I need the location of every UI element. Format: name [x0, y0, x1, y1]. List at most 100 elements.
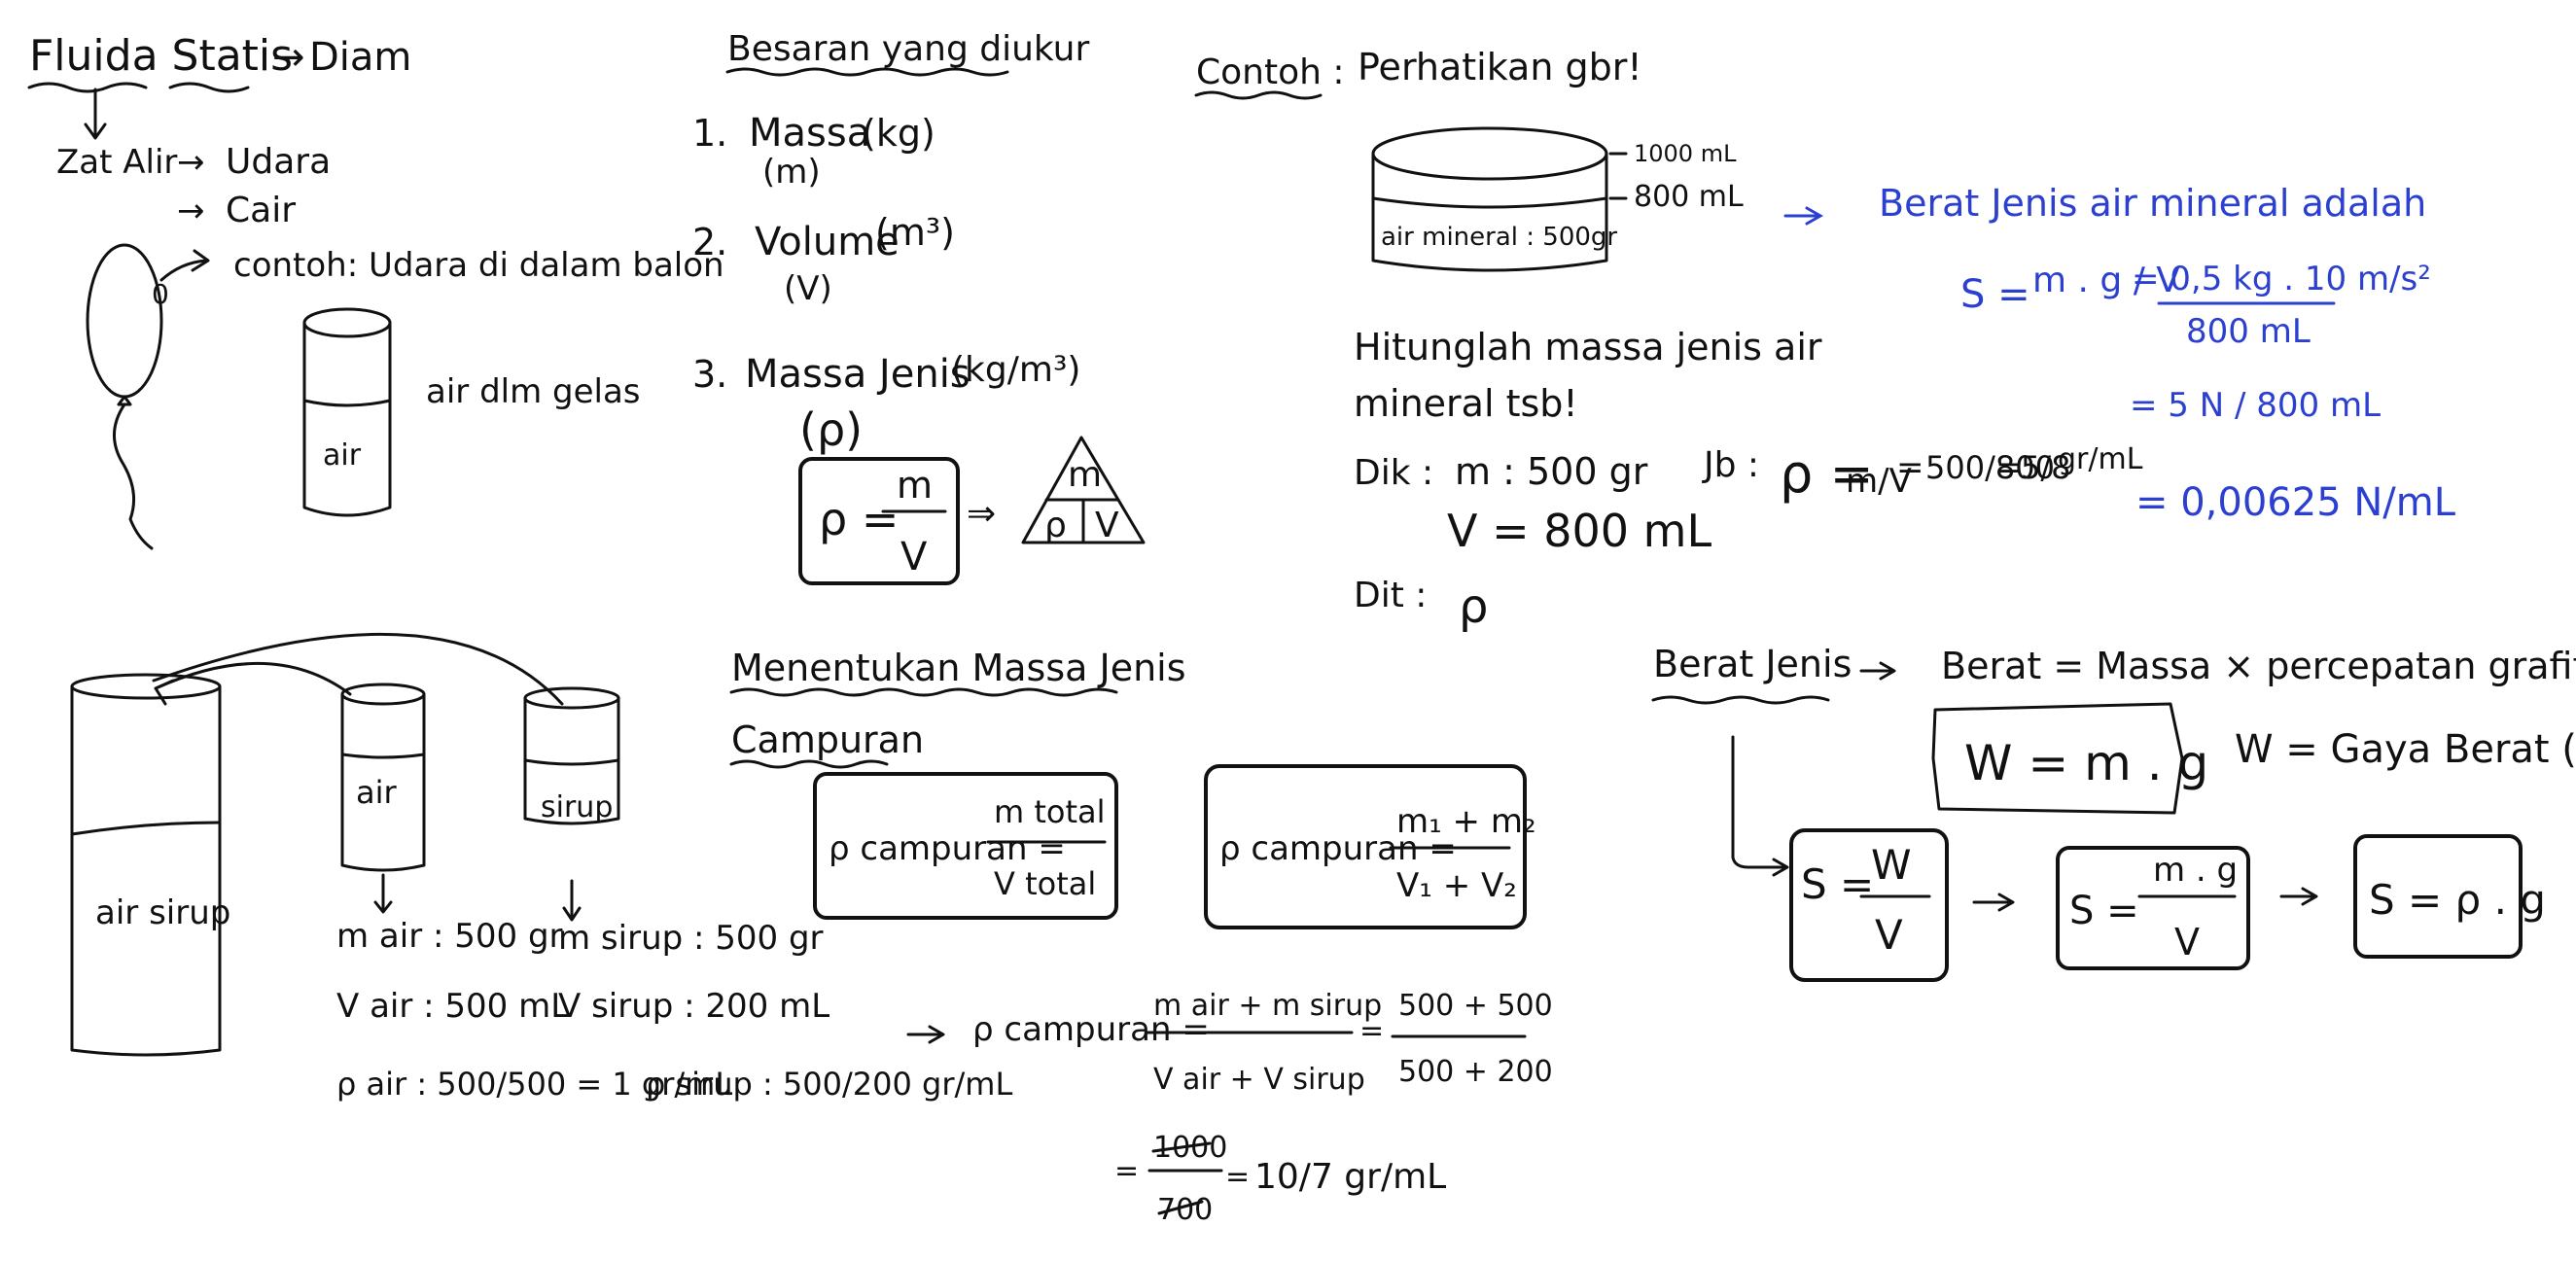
svg-text:=: = — [1359, 1014, 1384, 1048]
sg-formula-1-num: W — [1871, 841, 1912, 889]
dik-v: V = 800 mL — [1447, 505, 1711, 557]
question-line-2: mineral tsb! — [1354, 382, 1578, 425]
w-meaning: W = Gaya Berat (N) — [2235, 727, 2576, 772]
besaran-3-unit: (kg/m³) — [951, 350, 1080, 390]
contoh-heading: Contoh : — [1196, 53, 1345, 92]
density-triangle — [1021, 436, 1146, 544]
triangle-left: ρ — [1044, 506, 1067, 545]
mix-lhs: ρ campuran = — [972, 1010, 1210, 1049]
mix-arrow-icon — [906, 1025, 945, 1044]
section-fluida-statis: Fluida Statis → Diam Zat Alir → Udara → … — [27, 31, 724, 550]
glass-water-level — [302, 399, 392, 407]
jb-step-2: m/V — [1846, 462, 1912, 501]
density-formula-den: V — [900, 535, 928, 579]
berat-jenis-heading: Berat Jenis — [1653, 643, 1852, 685]
m-air: m air : 500 gr — [336, 917, 563, 956]
v-sirup: V sirup : 200 mL — [558, 987, 829, 1026]
implies-arrow-icon: ⇒ — [967, 494, 996, 534]
m-sirup: m sirup : 500 gr — [558, 919, 824, 958]
density-formula-num: m — [897, 464, 933, 507]
besaran-3-num: 3. — [692, 353, 727, 396]
big-glass-top — [70, 673, 222, 700]
answer-line-1-frac: m . g / V — [2032, 261, 2180, 300]
campuran-underline-2 — [729, 759, 889, 769]
definition-arrow-icon — [1859, 661, 1896, 681]
besaran-1-num: 1. — [692, 112, 727, 155]
besaran-2-symbol: (V) — [784, 269, 832, 308]
glass-sirup-body — [523, 696, 620, 825]
dik-label: Dik : — [1354, 453, 1433, 493]
glass-air-level — [340, 753, 426, 759]
section-campuran: Menentukan Massa Jenis Campuran ρ campur… — [729, 647, 1553, 1227]
svg-text:→: → — [272, 35, 305, 80]
container-top — [1371, 126, 1608, 181]
mix-num-val: 500 + 500 — [1398, 989, 1553, 1023]
title-underline-2 — [168, 82, 250, 93]
container-mark-fill: 800 mL — [1634, 180, 1744, 214]
answer-line-2: = 5 N / 800 mL — [2130, 386, 2381, 425]
rho-air: ρ air : 500/500 = 1 gr/mL — [336, 1066, 732, 1103]
section-besaran: Besaran yang diukur 1. Massa (kg) (m) 2.… — [692, 29, 1146, 585]
mix-den: V air + V sirup — [1153, 1063, 1365, 1097]
sg-formula-2-lhs: S = — [2069, 889, 2139, 933]
campuran-formula-2-box — [1204, 764, 1527, 929]
besaran-1-name: Massa — [749, 111, 870, 156]
answer-arrow-icon — [1783, 206, 1824, 226]
glass-sirup-top — [523, 686, 620, 710]
sg-formula-1-lhs: S = — [1801, 860, 1874, 908]
pour-arrow-air — [154, 661, 352, 706]
mix-result-num: 1000 — [1153, 1131, 1227, 1165]
jb-label: Jb : — [1702, 445, 1759, 485]
dik-m: m : 500 gr — [1455, 450, 1648, 493]
glass-caption: air dlm gelas — [426, 372, 641, 411]
besaran-2-unit: (m³) — [875, 211, 955, 254]
balloon-string — [113, 395, 154, 550]
mix-num: m air + m sirup — [1153, 989, 1382, 1023]
mix-den-val: 500 + 200 — [1398, 1055, 1553, 1089]
campuran-formula-1-box — [813, 772, 1118, 920]
answer-line-1-rhs: = 0,5 kg . 10 m/s² — [2132, 260, 2431, 298]
campuran-formula-2-num: m₁ + m₂ — [1396, 802, 1536, 841]
dit-value: ρ — [1459, 579, 1488, 634]
weight-formula: W = m . g — [1964, 735, 2208, 791]
sg-formula-2-num: m . g — [2153, 851, 2238, 890]
weight-formula-box — [1931, 702, 2184, 815]
balloon-letter: 0 — [152, 278, 169, 310]
contoh-instruction: Perhatikan gbr! — [1358, 46, 1642, 88]
container-label: air mineral : 500gr — [1381, 223, 1617, 252]
jb-step-3: = — [1896, 448, 1924, 487]
zat-alir-item-2: Cair — [226, 191, 296, 230]
title-underline — [27, 82, 148, 93]
besaran-3-symbol: (ρ) — [799, 403, 863, 456]
zat-alir-item-1: Udara — [226, 142, 331, 182]
big-glass-level — [70, 821, 222, 836]
besaran-underline — [725, 67, 1009, 77]
sg-arrow-icon-2 — [2279, 887, 2318, 906]
campuran-formula-1-den: V total — [994, 865, 1096, 902]
zat-alir-example: contoh: Udara di dalam balon — [233, 246, 724, 285]
section-contoh: Contoh : Perhatikan gbr! air mineral : 5… — [1194, 46, 2143, 634]
sg-formula-1-den: V — [1875, 911, 1903, 959]
down-arrow-icon — [84, 88, 107, 140]
answer-line-1-lhs: S = — [1960, 272, 2030, 317]
answer-line-3: = 0,00625 N/mL — [2135, 480, 2456, 525]
jb-step-6: 5/8 — [2021, 449, 2071, 486]
berat-jenis-branch-arrow — [1731, 735, 1789, 877]
sg-formula-3-box — [2353, 834, 2523, 959]
besaran-2-num: 2. — [692, 221, 727, 263]
question-line-1: Hitunglah massa jenis air — [1354, 326, 1822, 368]
jb-step-1: ρ = — [1780, 443, 1874, 505]
zat-alir-label: Zat Alir — [56, 143, 177, 182]
sg-formula-2-box — [2056, 846, 2250, 970]
campuran-formula-1-num: m total — [994, 793, 1106, 830]
berat-definition: Berat = Massa × percepatan grafitasi — [1941, 645, 2576, 687]
glass-air-label: air — [356, 774, 398, 811]
jb-step-7: gr/mL — [2058, 442, 2143, 476]
contoh-underline — [1194, 90, 1323, 100]
density-formula-box — [798, 457, 960, 585]
balloon-drawing — [86, 243, 163, 399]
glass-label: air — [323, 438, 362, 473]
v-air: V air : 500 mL — [336, 987, 569, 1026]
